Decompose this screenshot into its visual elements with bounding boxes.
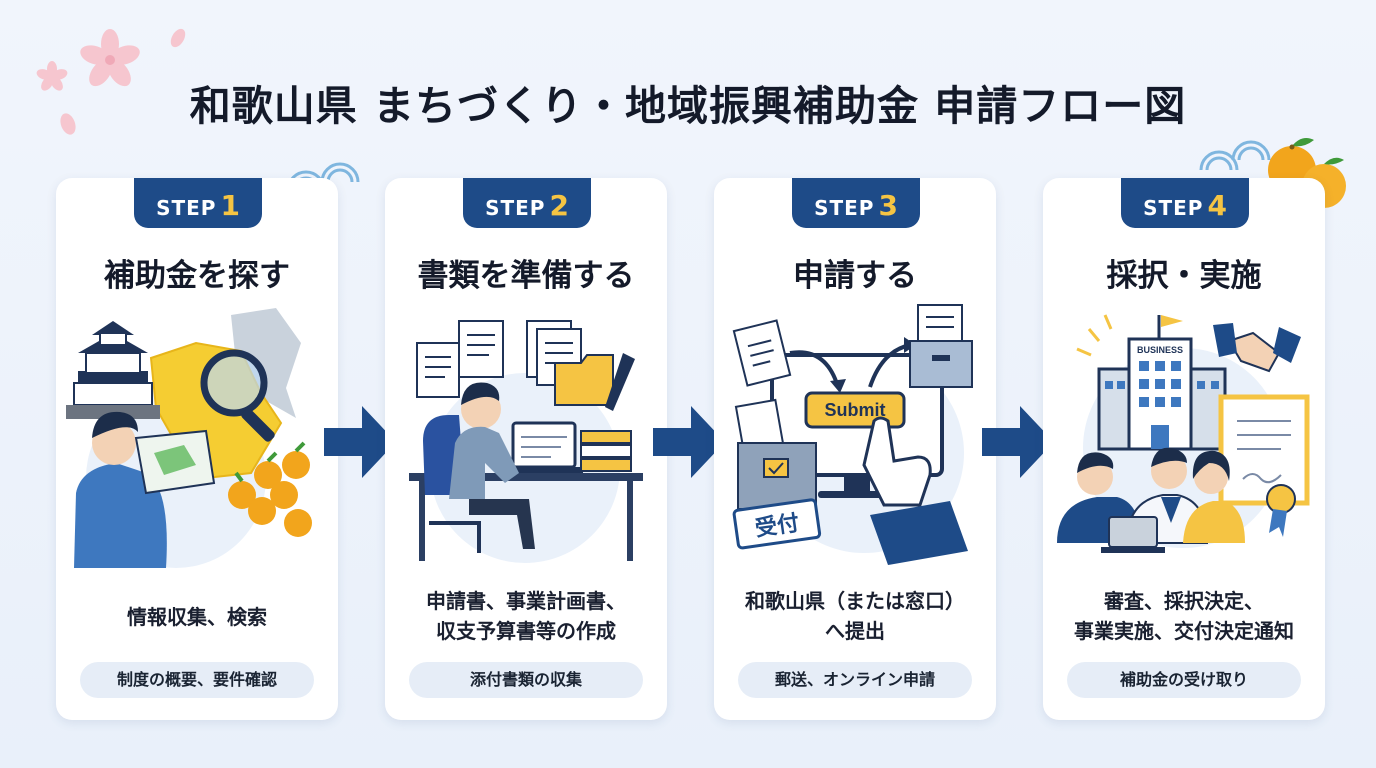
step-title: 書類を準備する: [417, 258, 635, 294]
step-description: 和歌山県（または窓口） へ提出: [714, 586, 996, 646]
description-line: 和歌山県（または窓口）: [745, 589, 965, 613]
submit-application-illustration: Submit 受付: [732, 304, 973, 565]
step-description: 審査、採択決定、 事業実施、交付決定通知: [1043, 586, 1325, 646]
description-line: 情報収集、検索: [127, 605, 267, 629]
submit-button-label: Submit: [825, 400, 886, 420]
arrow-right-icon: [324, 406, 396, 478]
step-note-pill: 補助金の受け取り: [1067, 662, 1301, 698]
castle-icon: [66, 321, 160, 419]
step-note-pill: 制度の概要、要件確認: [80, 662, 314, 698]
step-description: 申請書、事業計画書、 収支予算書等の作成: [385, 586, 667, 646]
mandarin-orange-icon: [228, 441, 312, 537]
step-number: 1: [220, 189, 240, 222]
magnifier-icon: [200, 349, 275, 442]
arrow-right-icon: [653, 406, 725, 478]
description-line: 申請書、事業計画書、: [426, 589, 626, 613]
description-line: へ提出: [825, 619, 885, 643]
page-title: 和歌山県 まちづくり・地域振興補助金 申請フロー図: [189, 82, 1187, 130]
step-number: 3: [878, 189, 898, 222]
file-box-icon: [909, 304, 973, 388]
step-note-pill: 郵送、オンライン申請: [738, 662, 972, 698]
wave-pattern-icon: [1199, 140, 1271, 171]
document-icon: [416, 320, 504, 398]
step-title: 申請する: [793, 258, 917, 294]
adoption-illustration: BUSINESS: [1057, 314, 1310, 553]
step-word: STEP: [814, 196, 875, 220]
step-number: 4: [1207, 189, 1227, 222]
step-description: 情報収集、検索: [56, 602, 338, 632]
step-word: STEP: [156, 196, 217, 220]
certificate-icon: [1218, 394, 1310, 537]
received-stamp: 受付: [732, 498, 822, 550]
document-icon: [732, 319, 792, 387]
folder-icon: [554, 354, 614, 406]
ballot-box-icon: [734, 398, 817, 510]
step-title: 補助金を探す: [104, 258, 290, 294]
arrow-right-icon: [982, 406, 1054, 478]
description-line: 事業実施、交付決定通知: [1074, 619, 1294, 643]
description-line: 収支予算書等の作成: [436, 619, 616, 643]
building-icon: BUSINESS: [1097, 315, 1227, 451]
computer-icon: [505, 421, 583, 473]
step-word: STEP: [485, 196, 546, 220]
cherry-blossom-icon: [36, 28, 186, 135]
prepare-documents-illustration: [409, 320, 643, 563]
search-illustration: [66, 308, 312, 568]
description-line: 審査、採択決定、: [1104, 589, 1264, 613]
stamp-label: 受付: [754, 510, 801, 542]
step-title: 採択・実施: [1106, 258, 1262, 294]
laptop-icon: [1101, 516, 1165, 553]
building-sign: BUSINESS: [1137, 345, 1183, 355]
step-note-pill: 添付書類の収集: [409, 662, 643, 698]
step-word: STEP: [1143, 196, 1204, 220]
handshake-icon: [1213, 323, 1301, 373]
step-number: 2: [549, 189, 569, 222]
